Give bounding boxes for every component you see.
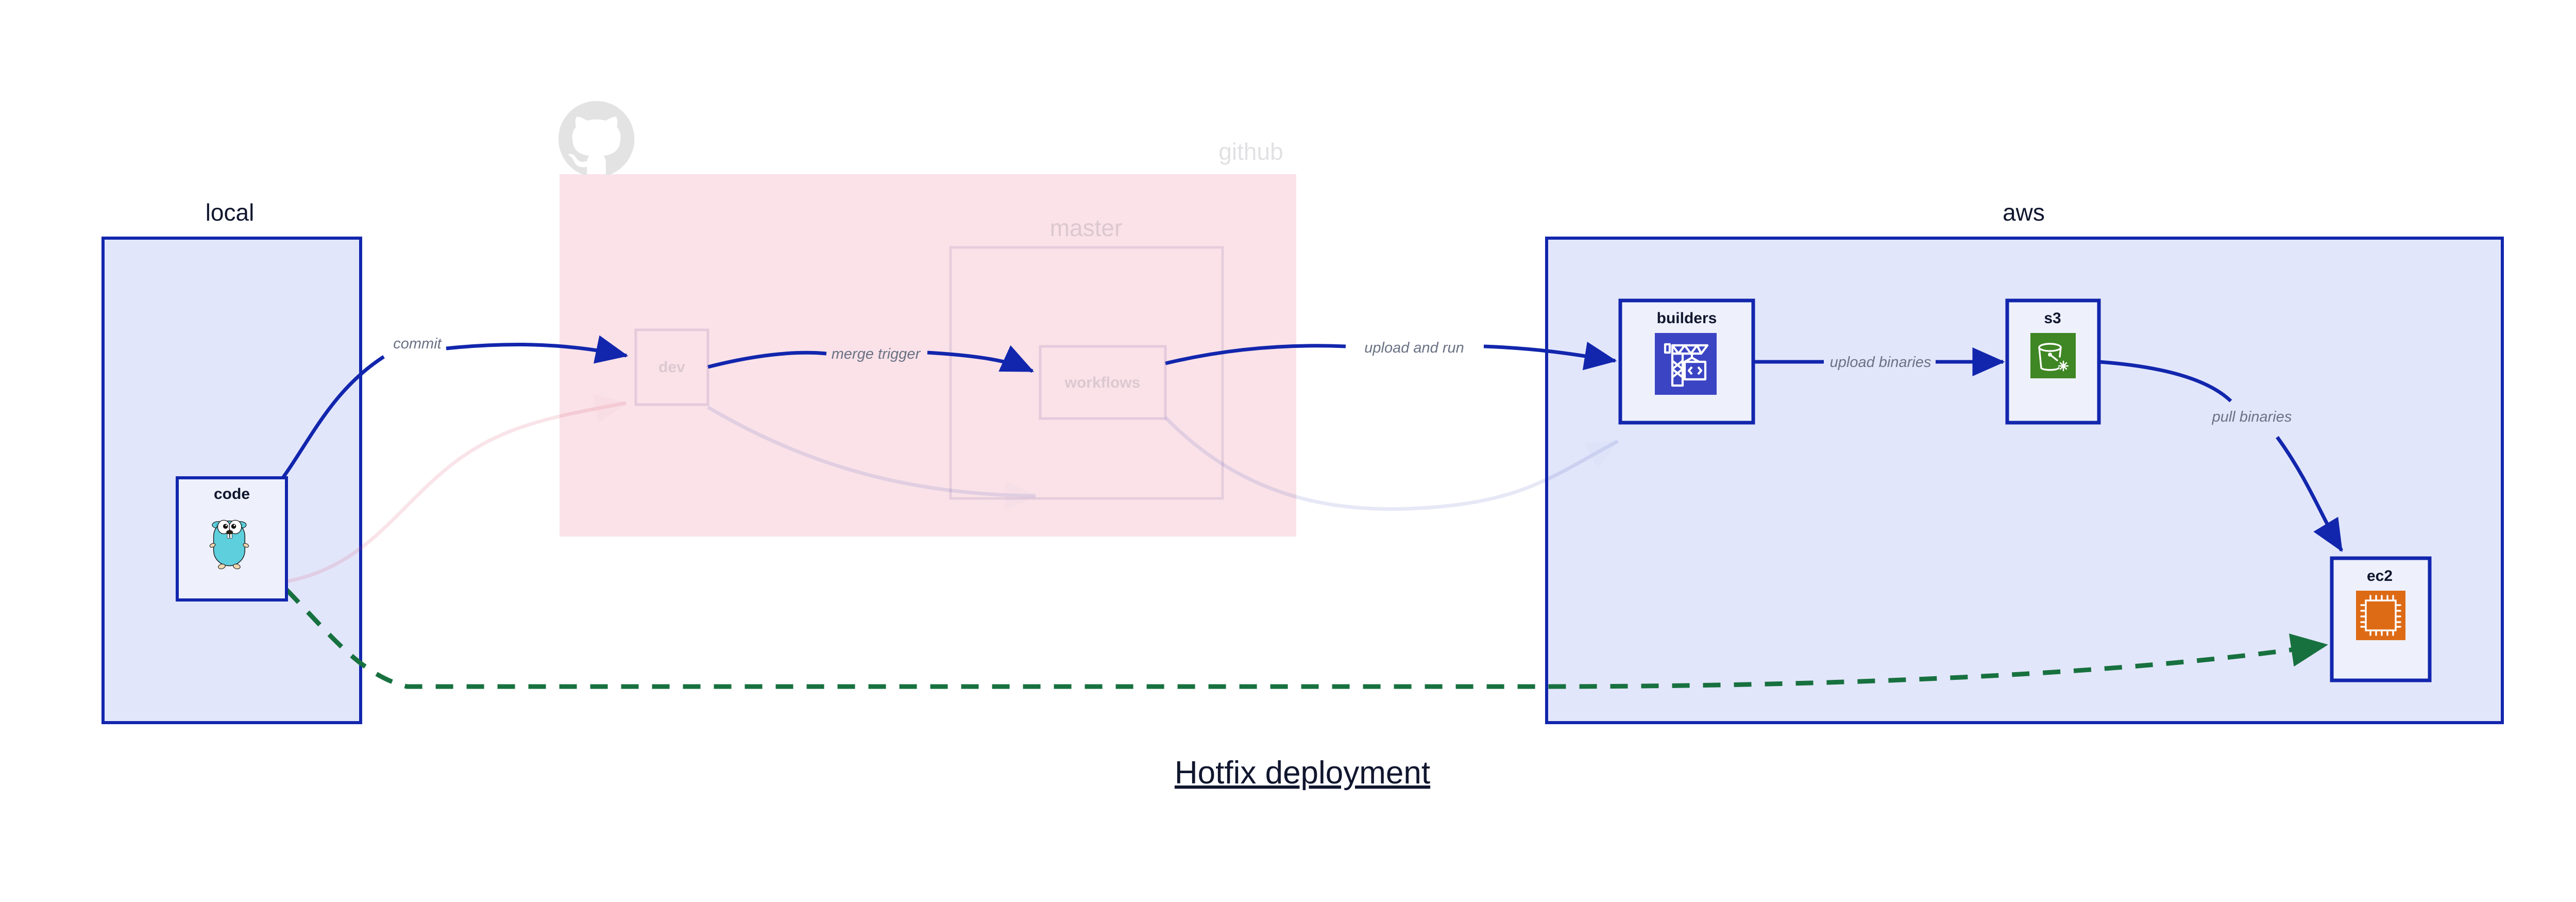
edge-label-pull-binaries: pull binaries	[2212, 409, 2292, 425]
group-github	[560, 174, 1296, 537]
crane-code-icon	[1655, 333, 1717, 395]
node-label-builders: builders	[1657, 310, 1717, 327]
github-octocat-icon	[558, 101, 635, 175]
ghost-edges	[280, 394, 1620, 584]
group-label-master: master	[1050, 214, 1123, 241]
edge-label-merge-trigger: merge trigger	[832, 346, 921, 362]
edge-merge-trigger-path	[707, 345, 1035, 373]
group-label-github: github	[1218, 138, 1283, 165]
group-label-local: local	[206, 199, 255, 226]
edge-hotfix-direct-path	[284, 588, 2328, 689]
edge-upload-and-run-path	[1165, 341, 1617, 371]
group-label-aws: aws	[2003, 199, 2045, 226]
node-workflows[interactable]	[1039, 345, 1167, 420]
edge-pull-binaries-path	[2098, 360, 2343, 552]
edge-commit-path	[276, 335, 629, 487]
edge-label-commit: commit	[393, 336, 442, 352]
node-s3[interactable]	[2005, 298, 2101, 425]
edge-label-upload-binaries: upload binaries	[1830, 354, 1931, 371]
node-label-workflows: workflows	[1064, 374, 1141, 391]
node-dev[interactable]	[634, 328, 709, 406]
node-label-dev: dev	[658, 359, 685, 376]
edge-label-upload-and-run: upload and run	[1364, 340, 1464, 356]
go-gopher-icon	[209, 520, 249, 570]
diagram-title: Hotfix deployment	[1175, 755, 1430, 791]
s3-glacier-bucket-icon	[2030, 333, 2076, 378]
cpu-chip-icon	[2356, 591, 2405, 640]
node-label-code: code	[214, 486, 250, 503]
group-master	[949, 246, 1224, 500]
node-label-ec2: ec2	[2367, 567, 2393, 584]
node-label-s3: s3	[2044, 310, 2061, 327]
